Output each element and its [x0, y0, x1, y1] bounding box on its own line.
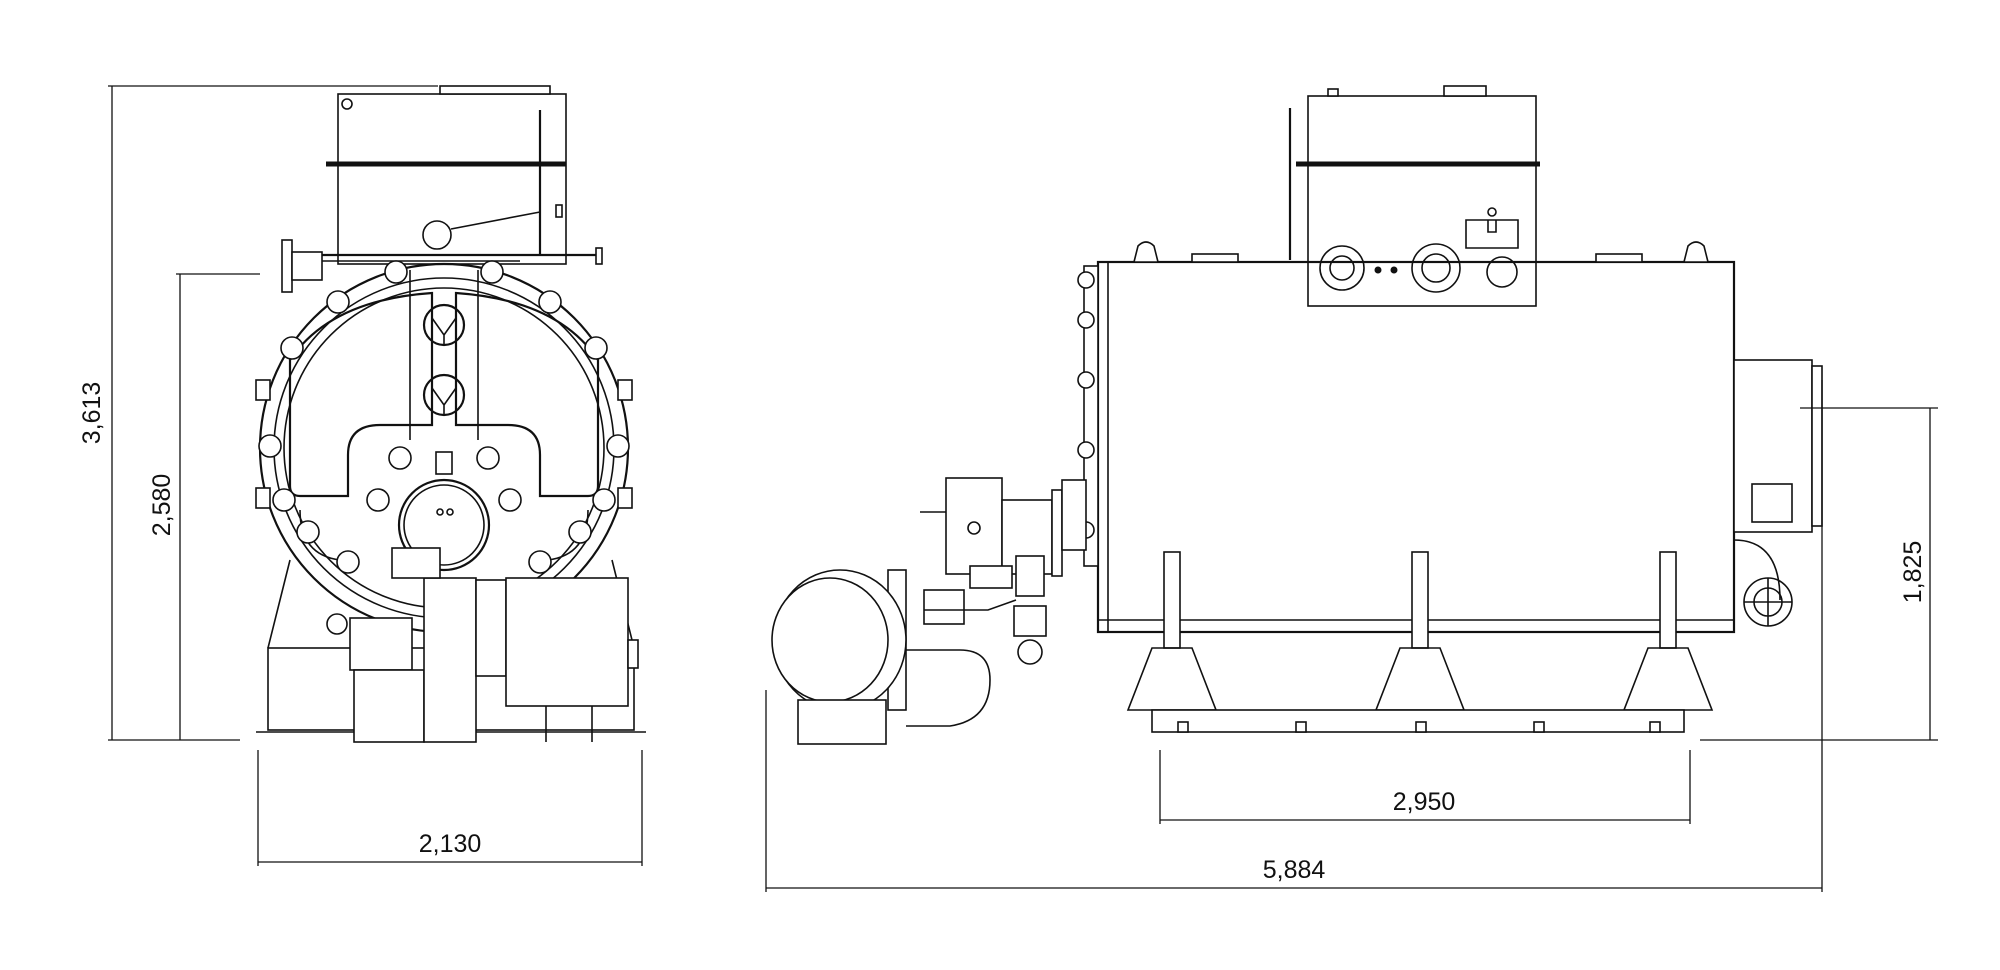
- dim-side-outlet-height: 1,825: [1899, 541, 1927, 604]
- side-view: [771, 85, 1823, 745]
- side-top-tank: [1307, 95, 1537, 307]
- front-view: [255, 85, 646, 743]
- dim-front-width: 2,130: [419, 830, 482, 858]
- dim-front-center-height: 2,580: [148, 474, 176, 537]
- dim-front-overall-height: 3,613: [78, 382, 106, 445]
- front-shell: [258, 262, 630, 634]
- dimension-lines: [108, 85, 1938, 892]
- dim-side-base-length: 2,950: [1393, 788, 1456, 816]
- front-door-bolts: [258, 260, 630, 574]
- dim-side-overall-length: 5,884: [1263, 856, 1326, 884]
- side-burner: [771, 477, 1087, 745]
- side-saddles: [1126, 551, 1714, 711]
- front-top-tank: [337, 93, 567, 265]
- front-burner-port: [397, 478, 491, 572]
